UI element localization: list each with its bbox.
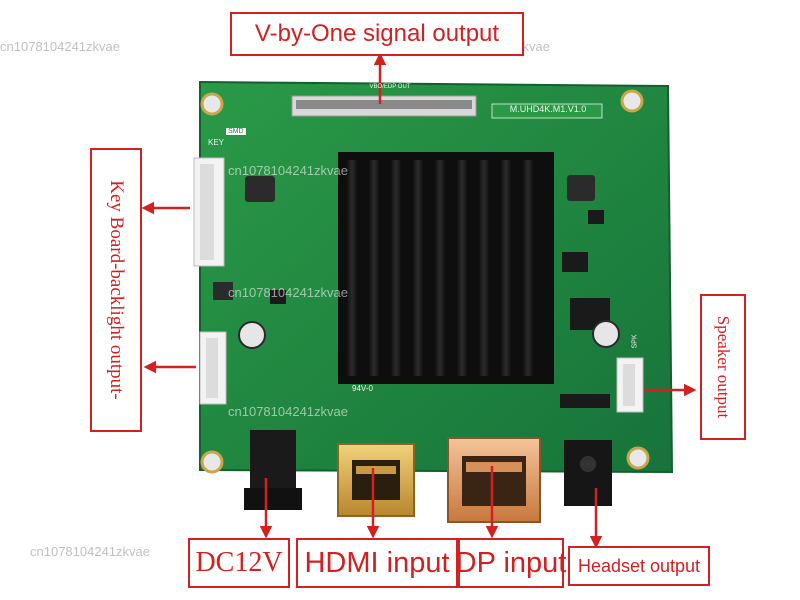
regulator-chip: [213, 282, 233, 300]
watermark: cn1078104241zkvae: [0, 39, 120, 54]
smd-silkscreen: SMD: [226, 128, 246, 135]
heatsink: [338, 152, 554, 384]
vbo-silkscreen: VBO/EDP OUT: [369, 84, 411, 90]
capacitor: [238, 321, 266, 349]
dp-port: [447, 437, 541, 523]
capacitor: [592, 320, 620, 348]
keyboard-backlight-output-label: Key Board-backlight output-: [90, 148, 142, 432]
key-connector: [193, 157, 225, 267]
watermark: cn1078104241zkvae: [228, 404, 348, 419]
speaker-connector: [616, 357, 644, 413]
dp-input-label: DP input: [456, 538, 566, 588]
annotation-arrows: [141, 52, 697, 549]
key-silkscreen: KEY: [208, 138, 225, 147]
ic-chip: [270, 290, 286, 304]
dc12v-label: DC12V: [188, 538, 290, 588]
spk-silkscreen: SPK: [631, 334, 639, 349]
watermark: cn1078104241zkvae: [228, 163, 348, 178]
dc-jack: [244, 430, 302, 510]
inductor: [567, 175, 595, 201]
ic-chip: [560, 394, 610, 408]
hdmi-port: [337, 443, 415, 517]
headset-output-label: Headset output: [568, 546, 710, 586]
ic-chip: [588, 210, 604, 224]
vbyone-output-label: V-by-One signal output: [230, 12, 524, 56]
ic-chip: [562, 252, 588, 272]
vbyone-connector: [291, 95, 477, 117]
speaker-output-label: Speaker output: [700, 294, 746, 440]
watermark: cn1078104241zkvae: [228, 285, 348, 300]
backlight-connector: [199, 331, 227, 405]
watermark: cn1078104241zkvae: [30, 544, 150, 559]
headset-jack: [564, 440, 612, 506]
model-silkscreen-box: [491, 103, 603, 119]
hdmi-input-label: HDMI input: [296, 538, 458, 588]
inductor: [245, 176, 275, 202]
model-silkscreen: M.UHD4K.M1.V1.0: [509, 104, 587, 114]
ul-silkscreen: 94V-0: [352, 384, 373, 393]
